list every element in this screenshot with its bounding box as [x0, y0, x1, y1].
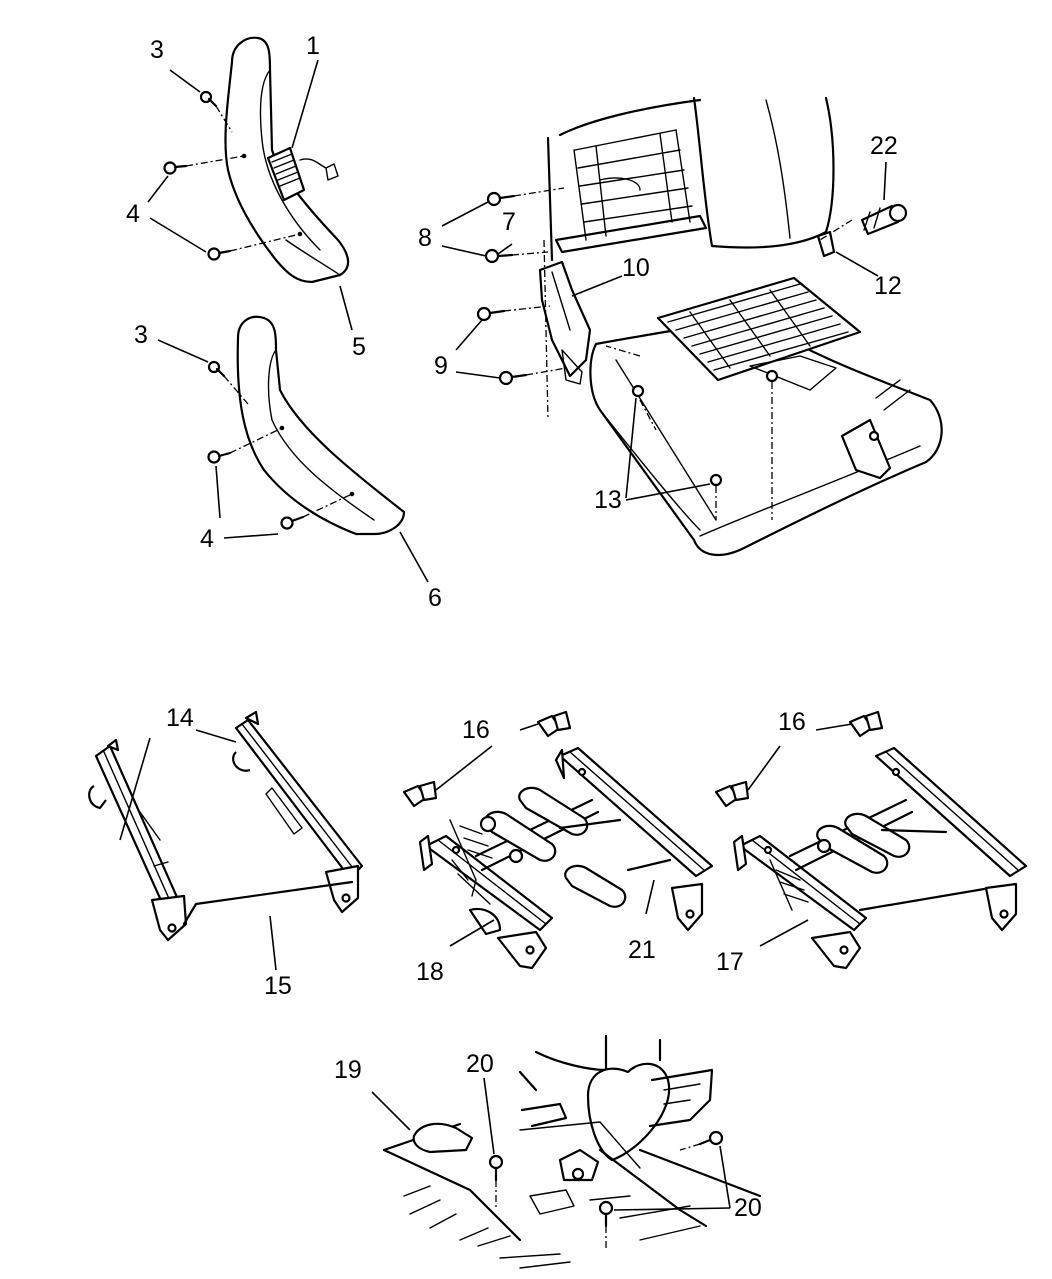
callout-7: 7	[502, 208, 516, 236]
callout-22: 22	[870, 132, 898, 160]
callout-16-center: 16	[462, 716, 490, 744]
callout-21: 21	[628, 936, 656, 964]
screw-3-lower	[207, 360, 226, 378]
nut-13-a	[631, 384, 645, 398]
nut-13-b	[709, 473, 723, 487]
callout-15: 15	[264, 972, 292, 1000]
bolt-9-b	[498, 370, 528, 386]
seat-back-frame	[546, 96, 835, 262]
shield-5	[224, 36, 350, 284]
callout-6: 6	[428, 584, 442, 612]
seat-switch-1	[266, 146, 339, 202]
callout-1: 1	[306, 32, 320, 60]
shield-6	[236, 315, 406, 536]
bolt-20-b	[698, 1130, 724, 1146]
callout-5: 5	[352, 333, 366, 361]
screw-4-upper-b	[207, 247, 232, 261]
callout-10: 10	[622, 254, 650, 282]
track-clip-16-b	[536, 710, 572, 738]
callout-14: 14	[166, 704, 194, 732]
bolt-8-b	[484, 248, 514, 264]
callout-13: 13	[594, 486, 622, 514]
bolt-8-a	[486, 191, 516, 207]
callout-9: 9	[434, 352, 448, 380]
callout-4-lower: 4	[200, 525, 214, 553]
bolt-20-c	[598, 1200, 614, 1228]
callout-19: 19	[334, 1056, 362, 1084]
callout-16-right: 16	[778, 708, 806, 736]
bolt-9-a	[476, 306, 506, 322]
bolt-20-a	[488, 1154, 504, 1182]
seat-cushion	[589, 276, 943, 556]
callout-3-lower: 3	[134, 321, 148, 349]
manual-track-14	[88, 710, 364, 942]
screw-4-lower-b	[280, 515, 305, 530]
recliner-bracket-10	[538, 260, 592, 385]
track-clip-16-a	[402, 780, 438, 808]
callout-17: 17	[716, 948, 744, 976]
callout-20-upper: 20	[466, 1050, 494, 1078]
callout-3-upper: 3	[150, 36, 164, 64]
track-clip-16-c	[714, 780, 750, 808]
screw-4-upper-a	[163, 161, 188, 175]
trim-cover-19	[412, 1122, 474, 1154]
towel-bar-15	[182, 880, 354, 926]
power-adjuster-18	[418, 746, 714, 970]
callout-12: 12	[874, 272, 902, 300]
track-clip-16-d	[848, 710, 884, 738]
power-adjuster-17	[732, 746, 1028, 970]
screw-4-lower-a	[207, 450, 232, 464]
motor-22	[860, 203, 908, 236]
bolt-20-d	[571, 1167, 585, 1181]
screw-3-upper	[199, 90, 218, 108]
callout-20-lower: 20	[734, 1194, 762, 1222]
callout-8: 8	[418, 224, 432, 252]
callout-18: 18	[416, 958, 444, 986]
callout-4-upper: 4	[126, 200, 140, 228]
